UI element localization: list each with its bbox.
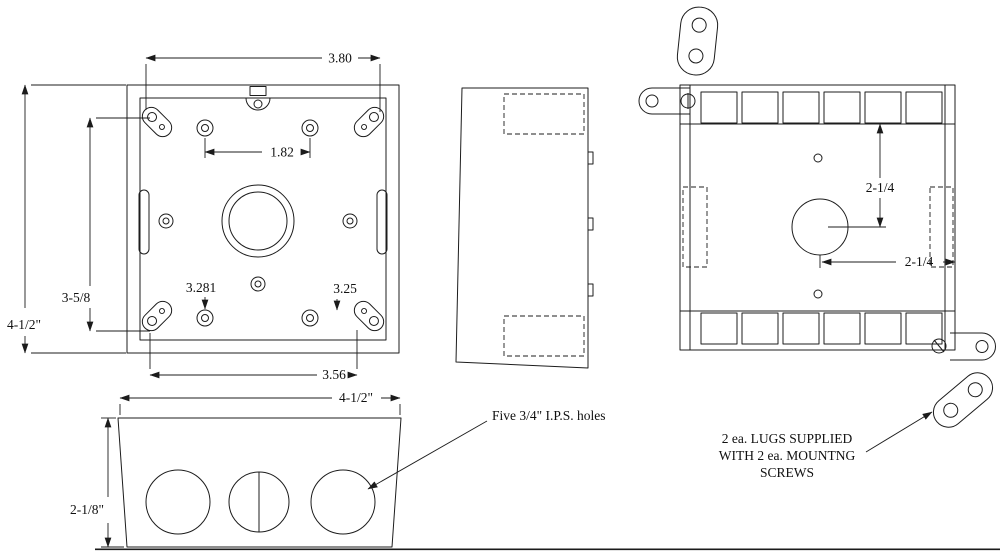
side-view — [455, 87, 594, 369]
front-lug-bottom-left — [141, 300, 173, 332]
front-top-boss — [245, 86, 271, 111]
dim-front-top-width: 3.80 — [328, 51, 352, 66]
dim-bottom-width: 4-1/2" — [339, 390, 373, 405]
lugs-note-leader — [865, 411, 933, 453]
back-view — [638, 6, 996, 428]
front-screw-bosses — [158, 119, 358, 327]
back-mounted-lug-top-left — [638, 87, 696, 115]
back-bottom-rail — [700, 312, 943, 345]
bottom-hole-right — [310, 469, 376, 535]
dim-back-horizontal: 2-1/4 — [905, 254, 934, 269]
front-lug-top-right — [353, 106, 385, 138]
bottom-hole-center-plugged — [228, 471, 290, 533]
lugs-note-line-1: 2 ea. LUGS SUPPLIED — [722, 431, 853, 446]
lugs-note-line-2: WITH 2 ea. MOUNTNG — [719, 448, 856, 463]
side-hidden-lug-bottom — [503, 315, 585, 357]
dim-bottom-depth: 2-1/8" — [70, 502, 104, 517]
dim-front-325: 3.25 — [333, 281, 357, 296]
dim-front-inner-height: 3-5/8 — [62, 290, 91, 305]
screw-head-bottom — [931, 338, 947, 354]
ips-holes-leader — [367, 420, 488, 490]
back-small-hole-bottom — [813, 289, 823, 299]
front-inner-wall — [139, 97, 387, 341]
front-view — [126, 84, 400, 354]
ips-holes-note: Five 3/4" I.P.S. holes — [492, 408, 606, 423]
back-small-hole-top — [813, 153, 823, 163]
dim-front-overall-height: 4-1/2" — [7, 317, 41, 332]
front-center-hub — [221, 184, 295, 258]
back-mounted-lug-bottom-right — [931, 332, 996, 361]
lugs-note-line-3: SCREWS — [760, 465, 814, 480]
front-dimensions: 3.80 1.82 3-5/8 4-1/2" 3.281 3.25 3.56 — [7, 51, 381, 382]
side-hidden-lug-top — [503, 93, 585, 135]
loose-lug-top — [676, 6, 719, 76]
dim-back-vertical: 2-1/4 — [866, 180, 895, 195]
bottom-dimensions: 4-1/2" 2-1/8" Five 3/4" I.P.S. holes — [70, 390, 606, 548]
dim-front-inner-width: 1.82 — [270, 145, 294, 160]
bottom-hole-left — [145, 469, 211, 535]
back-hidden-hub-left — [682, 186, 708, 268]
bottom-outline — [117, 417, 402, 548]
front-lug-bottom-right — [353, 300, 385, 332]
dim-front-3281: 3.281 — [186, 280, 216, 295]
side-tab-1 — [587, 151, 594, 165]
front-lug-top-left — [141, 106, 173, 138]
front-left-wall-slot — [138, 189, 150, 255]
front-right-wall-slot — [376, 189, 388, 255]
back-dimensions: 2-1/4 2-1/4 — [819, 123, 956, 269]
back-top-rail — [700, 91, 943, 124]
front-outer-flange — [126, 84, 400, 354]
side-tab-2 — [587, 217, 594, 231]
side-tab-3 — [587, 283, 594, 297]
loose-lug-bottom — [932, 372, 994, 428]
side-outline — [455, 87, 589, 369]
back-outline — [679, 84, 956, 351]
back-hidden-hub-right — [929, 186, 954, 268]
bottom-view — [117, 417, 402, 548]
dim-front-bottom-width: 3.56 — [322, 367, 346, 382]
lugs-note: 2 ea. LUGS SUPPLIED WITH 2 ea. MOUNTNG S… — [719, 411, 933, 480]
